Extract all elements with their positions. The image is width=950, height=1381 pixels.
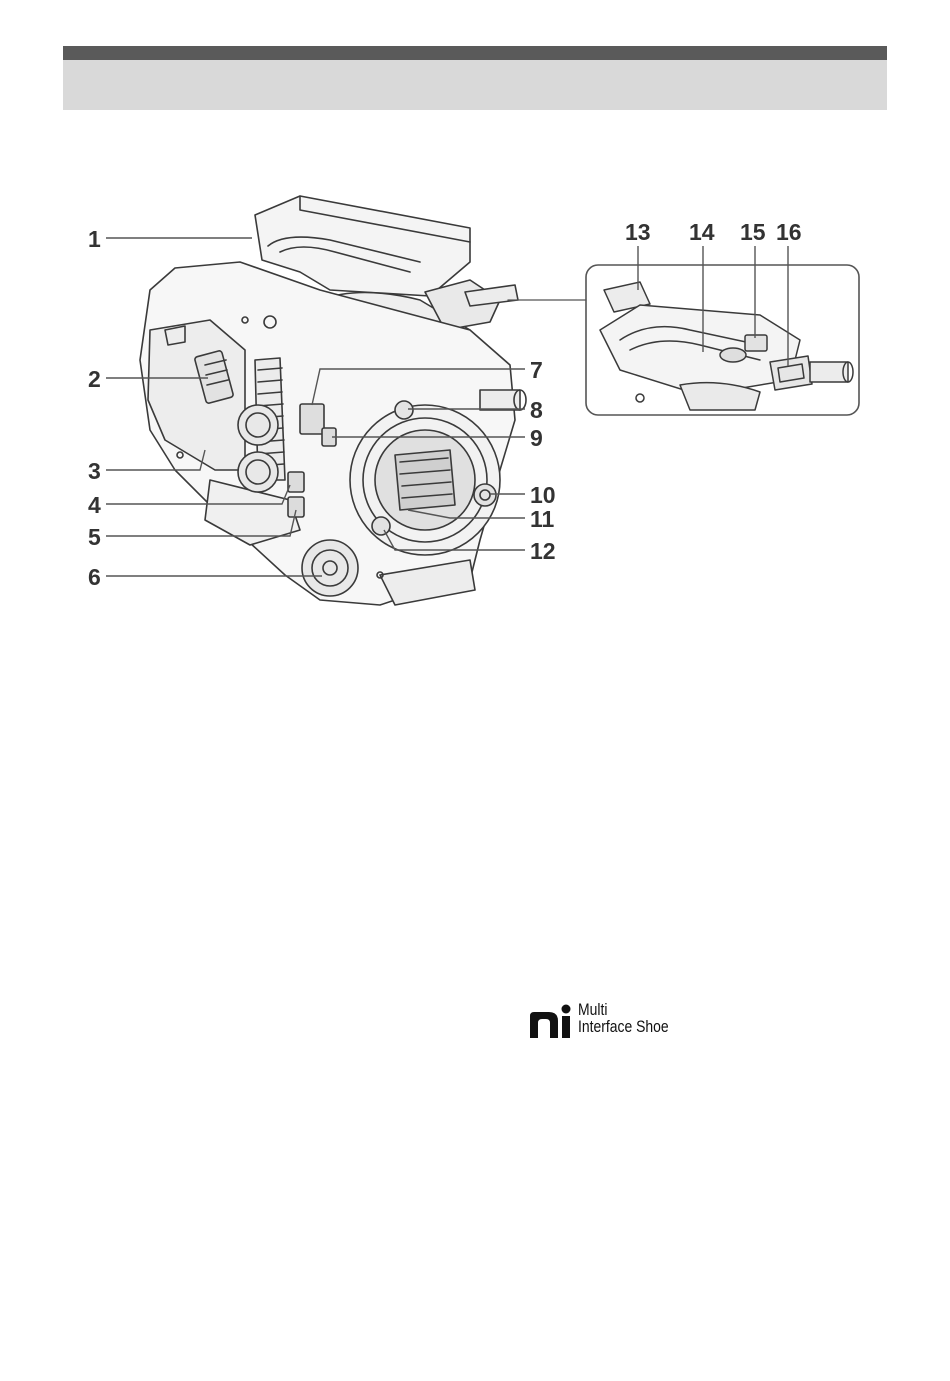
camera-front-diagram: 1 2 3 4 5 6 7 8 9 10 11 12 13 14 15 16 bbox=[0, 0, 950, 640]
callout-9: 9 bbox=[530, 425, 543, 451]
callout-4: 4 bbox=[88, 492, 101, 518]
callout-15: 15 bbox=[740, 219, 766, 245]
multi-interface-shoe-logo: Multi Interface Shoe bbox=[530, 1000, 700, 1040]
callout-11: 11 bbox=[530, 506, 555, 532]
logo-text: Multi Interface Shoe bbox=[578, 1001, 669, 1035]
callout-7: 7 bbox=[530, 357, 543, 383]
callout-16: 16 bbox=[776, 219, 802, 245]
callout-14: 14 bbox=[689, 219, 715, 245]
callout-12: 12 bbox=[530, 538, 556, 564]
logo-line-2: Interface Shoe bbox=[578, 1018, 669, 1035]
callout-1: 1 bbox=[88, 226, 101, 252]
callout-6: 6 bbox=[88, 564, 101, 590]
callout-3: 3 bbox=[88, 458, 101, 484]
logo-line-1: Multi bbox=[578, 1001, 669, 1018]
callout-5: 5 bbox=[88, 524, 101, 550]
callout-10: 10 bbox=[530, 482, 556, 508]
camera-illustration bbox=[140, 196, 526, 605]
mi-logo-icon bbox=[530, 1004, 576, 1038]
callout-13: 13 bbox=[625, 219, 651, 245]
callout-2: 2 bbox=[88, 366, 101, 392]
inset-detail bbox=[508, 265, 859, 415]
callout-8: 8 bbox=[530, 397, 543, 423]
